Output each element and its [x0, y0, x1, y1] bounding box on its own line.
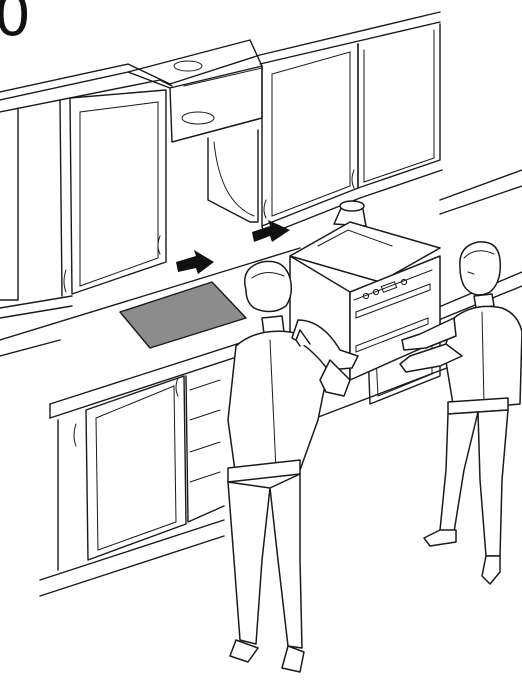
- hob: [120, 282, 246, 348]
- arrow-left: [176, 250, 214, 274]
- arrow-right: [252, 220, 290, 242]
